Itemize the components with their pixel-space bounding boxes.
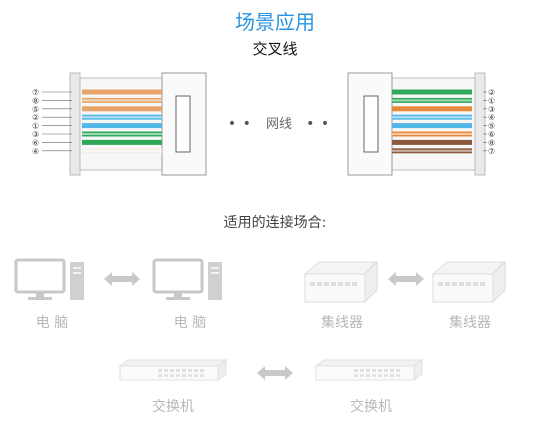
wire-strip [392, 106, 472, 112]
wire-strip [392, 89, 472, 95]
pin-number: ① [32, 122, 39, 131]
pin-number: ⑧ [488, 138, 495, 147]
page-subtitle: 交叉线 [252, 40, 298, 58]
pin-number: ① [488, 96, 495, 105]
wire-stripe [82, 116, 162, 119]
pin-number: ⑤ [32, 105, 39, 114]
wire-strip [82, 89, 162, 95]
dots-right: • • [306, 116, 331, 132]
pin-number: ③ [488, 105, 495, 114]
wire-stripe [82, 99, 162, 102]
wire-stripe [392, 99, 472, 102]
double-arrow-icon [104, 272, 140, 286]
pin-number: ④ [32, 147, 39, 156]
hub-right-label: 集线器 [449, 315, 491, 331]
switch-right-label: 交换机 [350, 399, 392, 415]
scenarios-title: 适用的连接场合: [223, 215, 327, 231]
pin-number: ⑤ [488, 122, 495, 131]
page-title: 场景应用 [235, 10, 315, 34]
wire-strip [392, 123, 472, 129]
switch-left-label: 交换机 [152, 399, 194, 415]
switch-icon [314, 359, 424, 381]
computer-icon [152, 258, 222, 300]
pin-number: ⑧ [32, 96, 39, 105]
pin-number: ② [32, 113, 39, 122]
wire-strip [82, 139, 162, 145]
wire-stripe [392, 116, 472, 119]
wire-stripe [82, 149, 162, 152]
double-arrow-icon [257, 366, 293, 380]
pin-number: ④ [488, 113, 495, 122]
pin-number: ⑦ [488, 147, 495, 156]
wire-strip [82, 106, 162, 112]
double-arrow-icon [388, 272, 424, 286]
switch-icon [118, 359, 228, 381]
cable-label: • • 网线 • • [224, 113, 334, 132]
pin-number: ⑥ [488, 130, 495, 139]
pin-number: ③ [32, 130, 39, 139]
hub-icon [431, 260, 507, 304]
wire-stripe [82, 133, 162, 135]
wire-stripe [392, 133, 472, 135]
wire-stripe [392, 149, 472, 152]
computer-icon [14, 258, 84, 300]
cable-label-text: 网线 [265, 117, 292, 132]
pc-left-label: 电 脑 [35, 315, 69, 331]
hub-left-label: 集线器 [321, 315, 363, 331]
pin-number: ⑥ [32, 138, 39, 147]
pin-number: ⑦ [32, 88, 39, 97]
pc-right-label: 电 脑 [173, 315, 207, 331]
pin-number: ② [488, 88, 495, 97]
wire-strip [82, 123, 162, 129]
hub-icon [303, 260, 379, 304]
wire-strip [392, 139, 472, 145]
dots-left: • • [227, 116, 252, 132]
